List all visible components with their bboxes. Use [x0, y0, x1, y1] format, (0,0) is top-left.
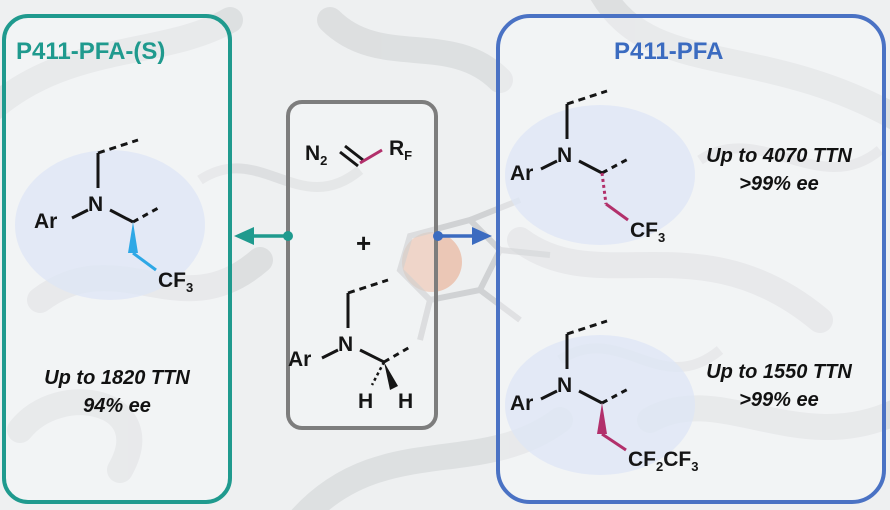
- left-result: Up to 1820 TTN 94% ee: [8, 364, 226, 420]
- right2-ar-label: Ar: [510, 392, 533, 415]
- left-product-structure: Ar N CF3: [34, 138, 193, 295]
- left-n-label: N: [88, 193, 103, 216]
- h-label-1: H: [358, 390, 373, 413]
- left-ee: 94% ee: [83, 395, 151, 417]
- center-ar-label: Ar: [288, 348, 311, 371]
- left-cf3-group: CF3: [158, 269, 193, 295]
- amine-substrate: Ar N H H: [288, 278, 413, 413]
- right1-ee: >99% ee: [739, 173, 819, 195]
- left-product-glow: [15, 150, 205, 300]
- reactants-panel: [286, 100, 438, 430]
- right-product-2-structure: Ar N CF2CF3: [510, 319, 698, 474]
- left-ar-label: Ar: [34, 210, 57, 233]
- rf-label: RF: [389, 137, 412, 163]
- right1-ar-label: Ar: [510, 162, 533, 185]
- center-n-label: N: [338, 333, 353, 356]
- diazo-reagent: N2 RF: [305, 137, 412, 168]
- n2-label: N2: [305, 142, 327, 168]
- right-product2-glow: [505, 335, 695, 475]
- right2-ee: >99% ee: [739, 389, 819, 411]
- right1-cf3-group: CF3: [630, 219, 665, 245]
- right1-ttn: Up to 4070 TTN: [706, 145, 852, 167]
- left-ttn: Up to 1820 TTN: [44, 367, 190, 389]
- right1-n-label: N: [557, 144, 572, 167]
- right2-cf2cf3-group: CF2CF3: [628, 448, 698, 474]
- right-result-2: Up to 1550 TTN >99% ee: [672, 358, 886, 414]
- plus-sign: +: [356, 228, 371, 258]
- right2-ttn: Up to 1550 TTN: [706, 361, 852, 383]
- right-arrow: [433, 227, 492, 245]
- heme-iron: [402, 232, 462, 292]
- right2-n-label: N: [557, 374, 572, 397]
- left-arrow: [234, 227, 293, 245]
- right-result-1: Up to 4070 TTN >99% ee: [672, 142, 886, 198]
- right-product1-glow: [505, 105, 695, 245]
- h-label-2: H: [398, 390, 413, 413]
- left-title-text: P411-PFA-(S): [16, 38, 166, 65]
- right-product-1-structure: Ar N CF3: [510, 89, 665, 245]
- left-panel-title: P411-PFA-(S): [16, 38, 165, 66]
- right-panel-title: P411-PFA: [614, 38, 724, 65]
